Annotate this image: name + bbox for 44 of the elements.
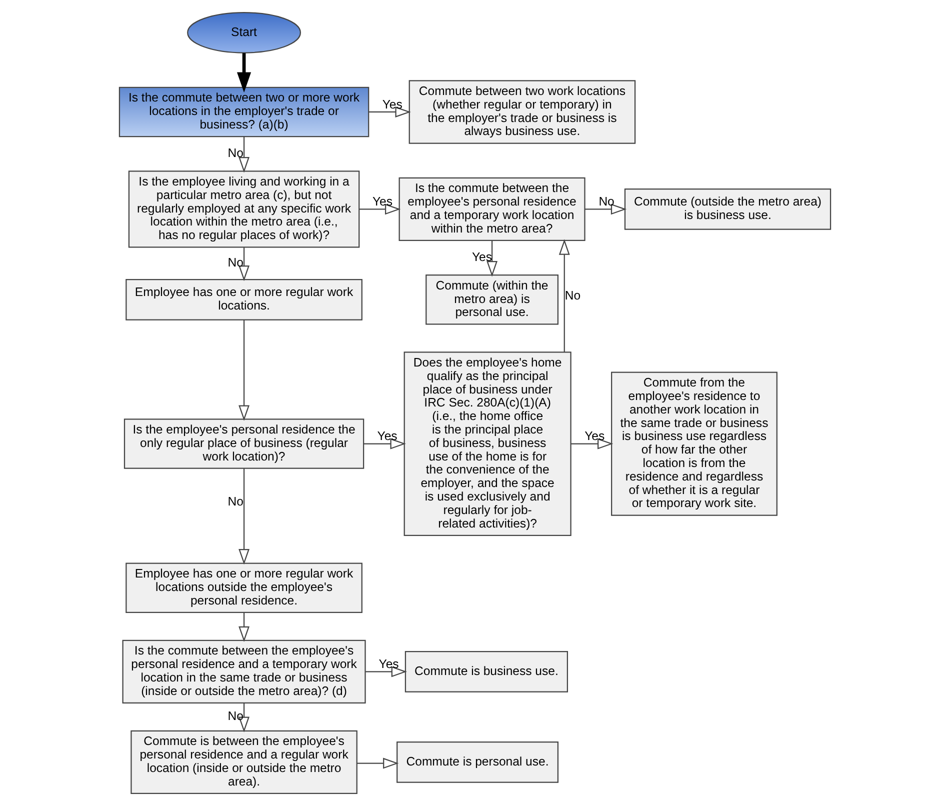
- edge-label: Yes: [584, 429, 605, 444]
- arrow: [238, 468, 250, 565]
- arrow: [584, 204, 627, 215]
- arrow: [366, 666, 407, 678]
- edge-label: Yes: [472, 250, 492, 264]
- arrow: [368, 106, 411, 118]
- node-box: Employee has one or more regular work locations outside the employee's personal residence.: [126, 562, 362, 614]
- node-box: Is the employee's personal residence the only regular place of business (regular work location)?: [124, 418, 364, 469]
- arrow: [357, 758, 399, 769]
- node-box: Commute is personal use.: [396, 742, 558, 783]
- arrow: [238, 612, 250, 642]
- arrow: [359, 204, 401, 215]
- arrow: [238, 137, 250, 173]
- edge-label: No: [228, 256, 244, 270]
- arrow: [238, 248, 250, 282]
- arrow: [236, 53, 252, 92]
- edge-label: Yes: [378, 657, 399, 672]
- arrow: [558, 239, 570, 352]
- node-box: Commute is business use.: [404, 651, 568, 692]
- node-box: Commute between two work locations (whether regular or temporary) in the employer's trade or business is always business use.: [408, 80, 636, 144]
- edge-label: No: [564, 288, 581, 303]
- edge-label: No: [598, 194, 614, 209]
- edge-label: Yes: [382, 97, 402, 112]
- edge-label: No: [228, 709, 244, 724]
- arrow: [486, 240, 498, 277]
- node-box: Is the commute between the employee's personal residence and a temporary work location in the same trade or business (inside or outside the metro area)? (d): [122, 640, 366, 704]
- node-box: Employee has one or more regular work locations.: [126, 279, 362, 320]
- edge-label: No: [228, 146, 244, 160]
- arrow: [238, 703, 250, 732]
- node-box: Does the employee's home qualify as the principal place of business under IRC Sec. 280A(c)(1)(A) (i.e., the home office is the principal place of business, business use of the home is for the convenience of the employer, and the space is used exclusively and regularly for job-related activities)?: [404, 352, 572, 536]
- arrow: [364, 438, 406, 450]
- arrow: [571, 438, 614, 450]
- edge-label: Yes: [372, 194, 392, 209]
- node-box: Commute (outside the metro area) is business use.: [624, 188, 832, 230]
- node-box: Is the commute between two or more work locations in the employer's trade or business? (a)(b): [118, 86, 370, 138]
- node-ellipse: Start: [187, 12, 301, 54]
- node-box: Commute (within the metro area) is personal use.: [426, 274, 558, 325]
- node-box: Is the commute between the employee's personal residence and a temporary work location within the metro area?: [398, 177, 586, 242]
- node-box: Commute from the employee's residence to another work location in the same trade or business is business use regardless of how far the other location is from the residence and regardless of whether it is a regular or temporary work site.: [611, 372, 778, 516]
- arrow: [238, 320, 250, 421]
- node-box: Commute is between the employee's personal residence and a regular work location (inside or outside the metro area).: [130, 730, 358, 794]
- edge-label: Yes: [377, 429, 398, 444]
- node-box: Is the employee living and working in a particular metro area (c), but not regularly employed at any specific work location within the metro area (i.e., has no regular places of work)?: [128, 170, 360, 248]
- edge-label: No: [228, 494, 244, 508]
